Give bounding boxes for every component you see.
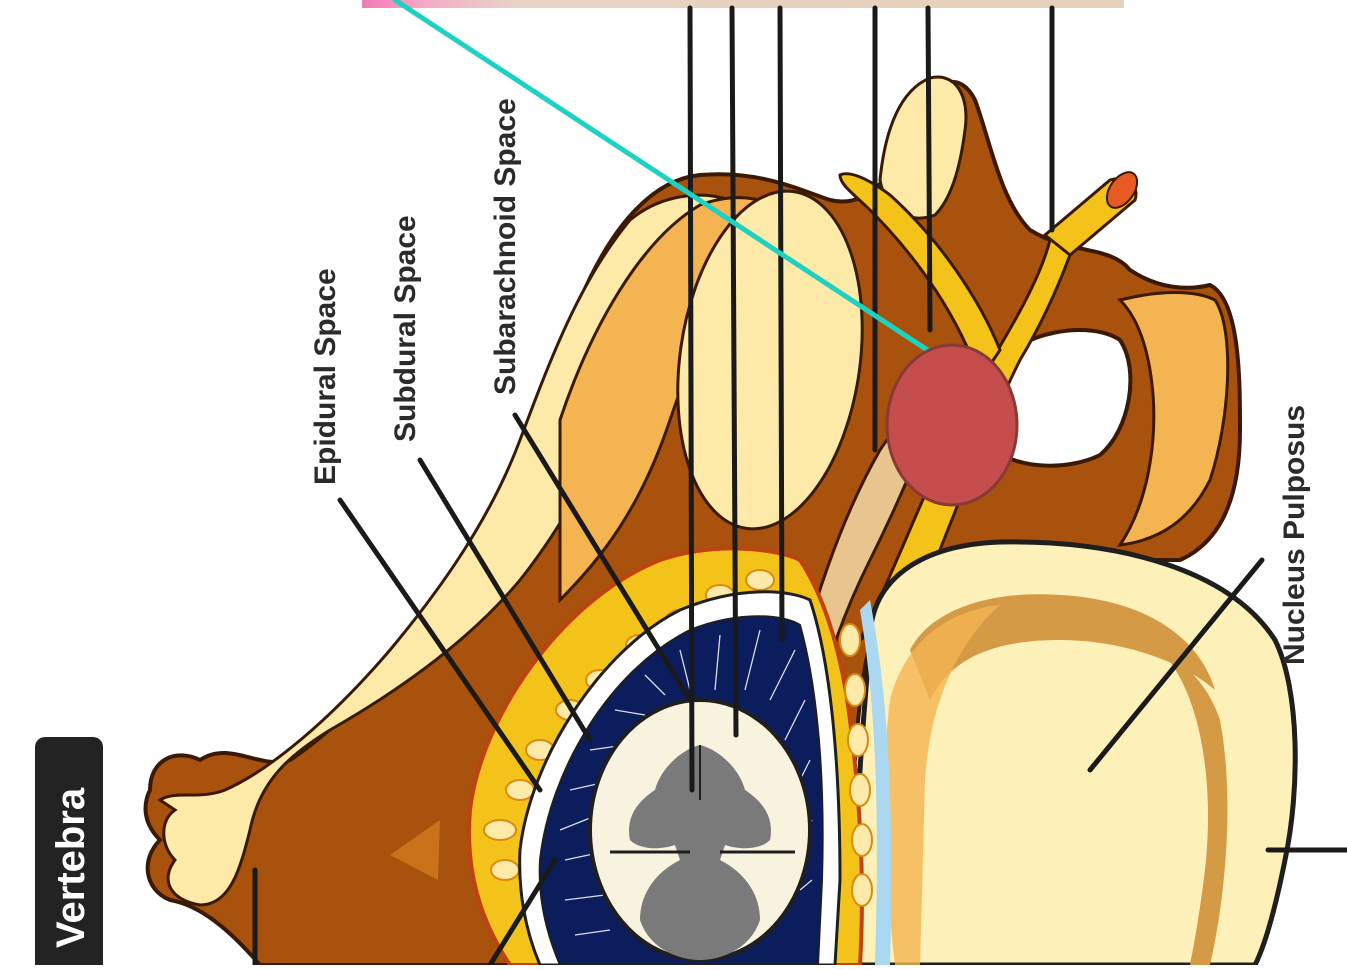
top-banner-strip [362, 0, 1124, 8]
intervertebral-disc [856, 542, 1295, 965]
leader-top-1 [690, 8, 692, 790]
vertebra-badge: Vertebra [35, 737, 103, 965]
label-subarachnoid-space: Subarachnoid Space [489, 98, 522, 395]
label-epidural-space: Epidural Space [309, 268, 342, 485]
leader-top-3 [780, 8, 782, 640]
label-vertebra: Vertebra [49, 787, 93, 948]
label-subdural-space: Subdural Space [389, 215, 422, 442]
label-nucleus-pulposus: Nucleus Pulposus [1278, 405, 1311, 665]
leader-top-5 [928, 8, 930, 330]
highlight-marker [887, 345, 1017, 505]
